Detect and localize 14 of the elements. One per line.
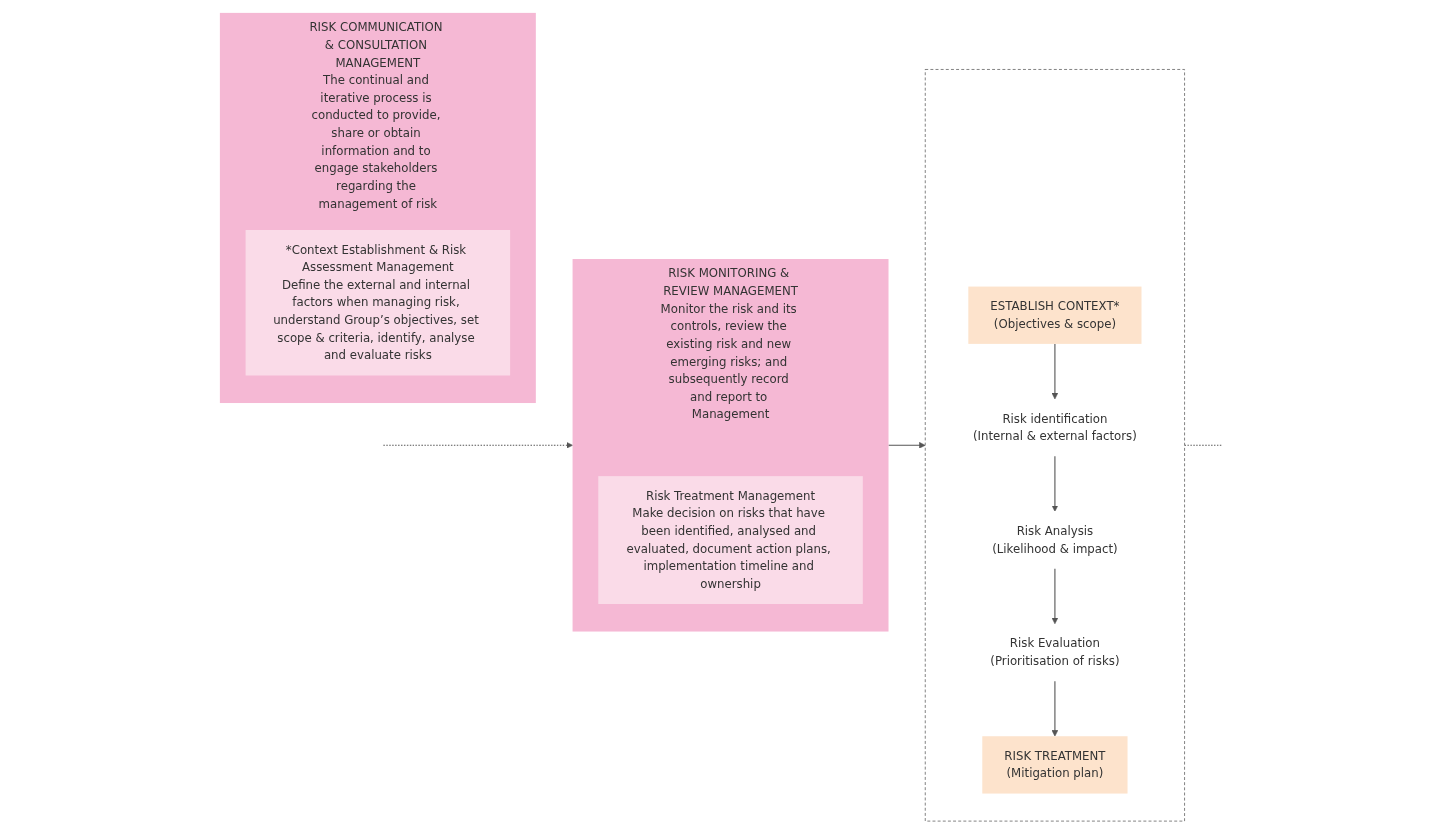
- node-text: Risk Evaluation (Prioritisation of risks): [990, 636, 1120, 668]
- node-box: ESTABLISH CONTEXT* (Objectives & scope): [968, 286, 1142, 344]
- arrow: [1052, 680, 1059, 737]
- node-box: RISK TREATMENT (Mitigation plan): [982, 736, 1128, 794]
- arrow: [1052, 455, 1059, 512]
- node-text: Risk Analysis (Likelihood & impact): [992, 523, 1119, 556]
- cluster: [925, 69, 1186, 822]
- node-box: *Context Establishment & Risk Assessment Management Define the external and internal factors when managing risk, understand Group’s objectives, set scope & criteria, identify, analyse and evaluate risks: [246, 230, 511, 376]
- arrow: [383, 442, 574, 449]
- arrow: [1052, 343, 1059, 400]
- arrow: [1052, 568, 1059, 625]
- node-text: Risk identification (Internal & external factors): [973, 411, 1138, 444]
- node-box: Risk Treatment Management Make decision on risks that have been identified, analysed and evaluated, document action plans, implementation timeline and ownership: [598, 476, 864, 604]
- arrow: [888, 442, 926, 449]
